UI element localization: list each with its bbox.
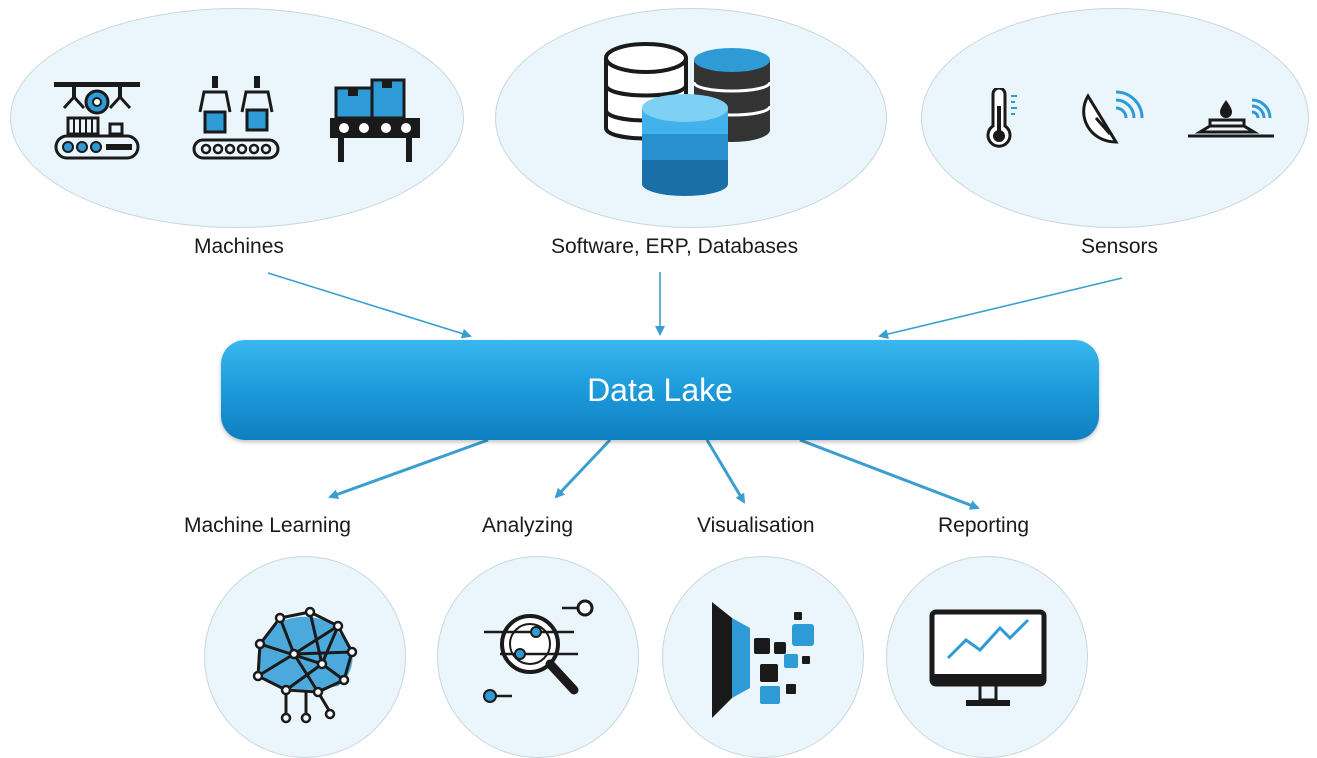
water-sensor-icon: [1188, 98, 1274, 138]
visualisation-label: Visualisation: [697, 514, 815, 537]
monitor-chart-icon: [929, 609, 1047, 706]
analyzing-label: Analyzing: [482, 514, 574, 537]
reporting-label: Reporting: [938, 514, 1030, 537]
machines-label: Machines: [194, 235, 284, 258]
satellite-dish-icon: [1082, 90, 1144, 144]
machine-learning-label: Machine Learning: [184, 514, 351, 537]
data-visualisation-icon: [712, 602, 814, 718]
conveyor-belt-boxes-icon: [330, 78, 420, 162]
database-stack-icon: [604, 42, 772, 196]
software-erp-databases-label: Software, ERP, Databases: [551, 235, 799, 258]
neural-brain-icon: [252, 606, 358, 724]
thermometer-icon: [986, 88, 1017, 148]
sensors-bubble: [921, 8, 1309, 228]
sensors-label: Sensors: [1081, 235, 1159, 258]
data-lake-label: Data Lake: [587, 371, 733, 408]
data-lake-hub: Data Lake: [221, 340, 1099, 440]
robotic-grippers-icon: [192, 76, 280, 160]
visualisation-bubble: [662, 556, 864, 758]
magnifier-analysis-icon: [483, 599, 594, 703]
robot-arm-conveyor-icon: [54, 82, 140, 160]
